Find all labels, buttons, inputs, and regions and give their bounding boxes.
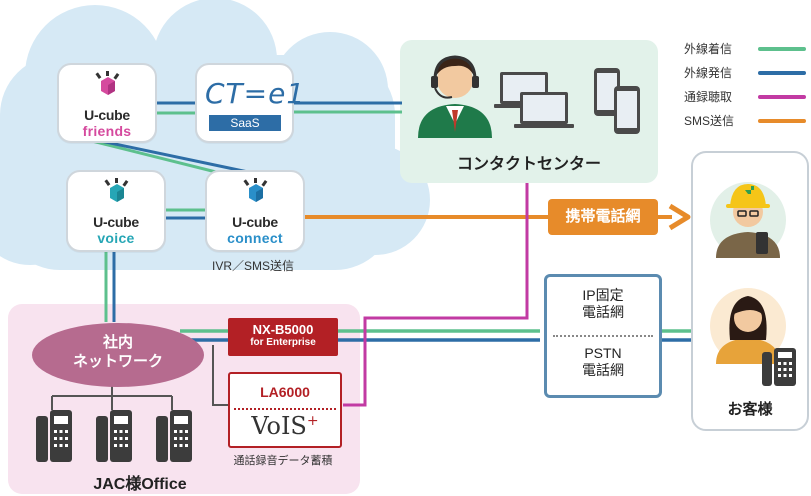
ctel-saas-label: SaaS [209,115,281,131]
pstn-network-label: PSTN 電話網 [582,345,624,378]
customer-phone-icon [762,348,796,386]
network-divider [553,335,653,337]
ip-network-label: IP固定 電話網 [582,287,624,320]
friends-brand-sub: friends [82,123,132,139]
fixed-network-box: IP固定 電話網 PSTN 電話網 [544,274,662,398]
vois-plus: + [306,413,319,429]
la-divider [234,408,336,410]
voice-cube-icon [104,178,129,202]
connect-cube-icon [243,178,268,202]
customer-woman-icon [710,288,786,364]
connect-caption: IVR／SMS送信 [211,259,294,273]
connect-brand-name: U-cube [232,214,278,230]
vois-logo: VoIS+ [230,412,340,440]
storage-caption: 通話録音データ蓄積 [233,455,333,467]
ctel-to-contact-links [290,101,402,114]
nx-sub-label: for Enterprise [250,337,316,348]
vois-text: VoIS [251,412,307,440]
legend-line-outgoing [758,71,806,75]
office-label: JAC様Office [93,476,187,493]
friends-cube-icon [95,71,120,95]
contact-center-label: コンタクトセンター [456,156,601,173]
legend-line-listen [758,95,806,99]
desk-phone-icons [36,410,192,462]
network-ellipse [32,323,204,387]
ucube-friends-card: U-cube friends [57,63,157,143]
legend-label-listen: 通録聴取 [684,90,733,104]
sms-arrowhead [668,203,691,231]
nx-b5000-box: NX-B5000 for Enterprise [228,318,338,356]
legend: 外線着信 外線発信 通録聴取 SMS送信 [680,40,811,130]
nx-model-label: NX-B5000 [252,322,314,337]
friends-brand-name: U-cube [84,107,130,123]
network-label: 社内 ネットワーク [72,334,163,370]
operator-icon [418,55,492,138]
listen-link [343,183,529,407]
legend-label-incoming: 外線着信 [684,42,733,56]
legend-label-sms: SMS送信 [684,114,735,128]
mobile-network-box: 携帯電話網 [548,199,658,235]
legend-line-incoming [758,47,806,51]
customer-label: お客様 [727,401,773,418]
voice-brand-sub: voice [97,230,135,246]
la6000-vois-box: LA6000 VoIS+ [228,372,342,448]
ucube-connect-card: U-cube connect [205,170,305,252]
ucube-voice-card: U-cube voice [66,170,166,252]
ctel-logo: CT=e1 [205,77,306,110]
legend-line-sms [758,119,806,123]
connect-brand-sub: connect [227,230,283,246]
la-model-label: LA6000 [260,384,310,400]
voice-brand-name: U-cube [93,214,139,230]
nx-la-link [212,345,228,406]
voice-to-network-links [104,250,116,322]
smartphone-icons [594,68,640,134]
legend-label-outgoing: 外線発信 [684,66,733,80]
laptop-icons [494,72,574,128]
worker-icon [710,182,786,258]
ctel-saas-card: CT=e1 SaaS [195,63,306,143]
